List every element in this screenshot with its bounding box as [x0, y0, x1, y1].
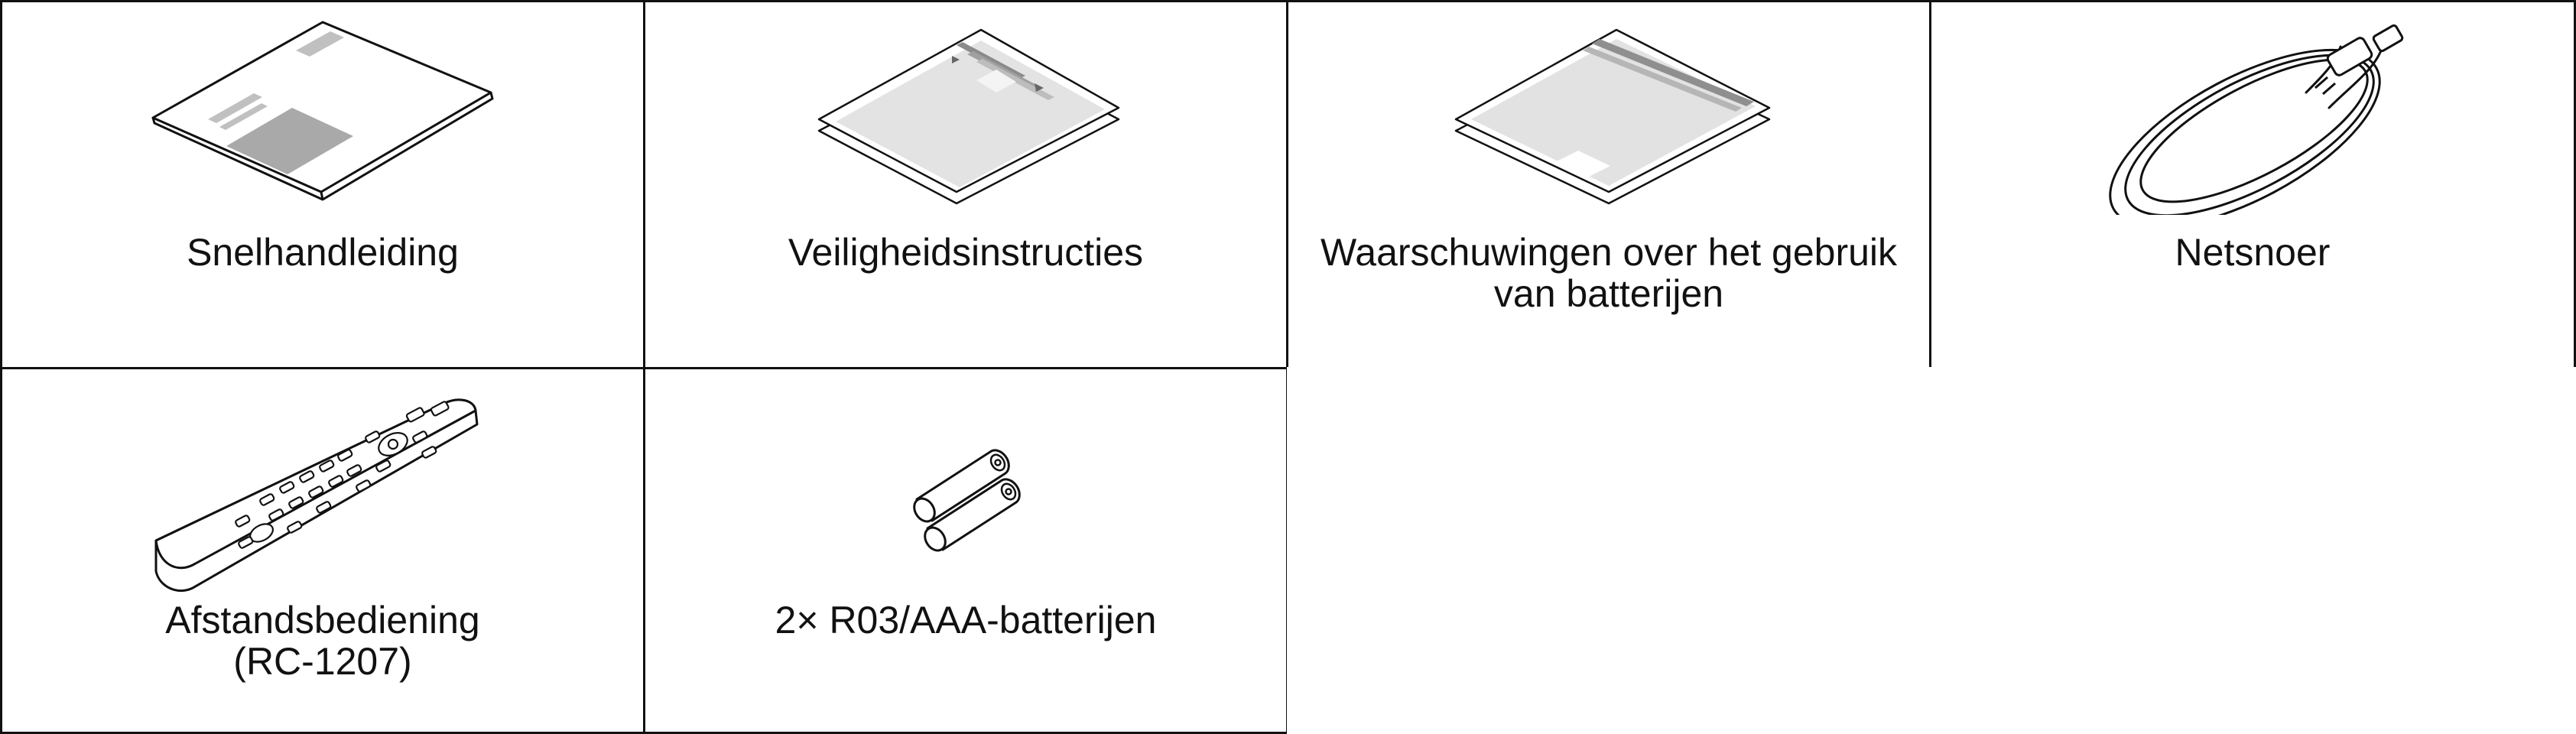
accessory-remote-control: Afstandsbediening (RC-1207): [0, 367, 645, 734]
accessory-safety-instructions: Veiligheidsinstructies: [643, 0, 1288, 369]
accessory-battery-warnings: Waarschuwingen over het gebruik van batt…: [1286, 0, 1931, 369]
accessory-power-cord: Netsnoer: [1929, 0, 2576, 369]
accessory-label: Netsnoer: [2175, 231, 2331, 274]
battery-warnings-leaflet-icon: [1454, 28, 1771, 205]
quick-start-guide-icon: [151, 21, 494, 201]
accessory-quick-start-guide: Snelhandleiding: [0, 0, 645, 369]
accessory-label: Veiligheidsinstructies: [788, 231, 1144, 274]
accessory-label: Snelhandleiding: [187, 231, 459, 274]
accessory-label: Waarschuwingen over het gebruik van batt…: [1320, 231, 1898, 315]
power-cord-icon: [2109, 24, 2404, 215]
accessory-label: 2× R03/AAA-batterijen: [775, 599, 1157, 641]
safety-instructions-icon: [817, 28, 1120, 205]
remote-control-icon: [154, 398, 479, 593]
empty-area: [1287, 367, 2576, 734]
accessory-label: Afstandsbediening (RC-1207): [165, 599, 480, 683]
batteries-icon: [913, 449, 1021, 552]
accessory-batteries: 2× R03/AAA-batterijen: [643, 367, 1288, 734]
